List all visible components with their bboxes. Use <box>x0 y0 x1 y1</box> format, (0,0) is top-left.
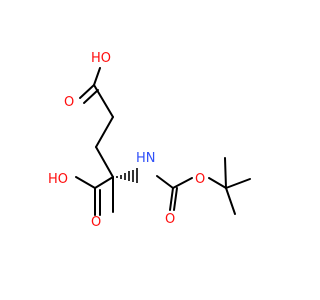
bond-c-o-ester <box>172 177 193 189</box>
bond-c-o-top-2 <box>83 89 99 104</box>
bond-tbu-me-top <box>224 157 227 189</box>
hashed-wedge-bond <box>116 168 138 183</box>
atom-label-o-top: O <box>64 95 74 110</box>
bond-ch2-calpha <box>95 146 114 178</box>
bond-c-o-carbonyl-2 <box>173 187 178 211</box>
bond-ch2-ch2 <box>95 116 114 148</box>
bonds <box>75 67 251 216</box>
molecule-diagram: HO O HN HO O O O <box>48 51 251 230</box>
bond-calpha-c-acid <box>94 176 114 189</box>
bond-c-o-carbonyl-1 <box>169 187 174 211</box>
bond-nh-c-carbamate <box>156 175 174 189</box>
bond-c-oh-top <box>93 67 101 86</box>
bond-c-ch2-top <box>93 84 114 118</box>
bond-o-ester-c-tbu <box>208 177 227 189</box>
atom-label-oh-left: HO <box>48 172 68 187</box>
atom-label-nh: HN <box>136 151 156 166</box>
atom-label-o-carbonyl: O <box>165 212 175 227</box>
bond-tbu-me-right <box>225 178 251 189</box>
atom-label-oh-top: HO <box>91 51 111 66</box>
bond-tbu-me-bottom <box>225 187 236 215</box>
structure-canvas: HO O HN HO O O O <box>48 51 251 230</box>
bond-c-oh-left <box>75 176 96 189</box>
atom-label-o-ester: O <box>195 172 205 187</box>
atom-label-o-bottom: O <box>91 215 101 230</box>
bond-c-o-top-1 <box>79 84 95 99</box>
atom-labels: HO O HN HO O O O <box>48 51 205 230</box>
